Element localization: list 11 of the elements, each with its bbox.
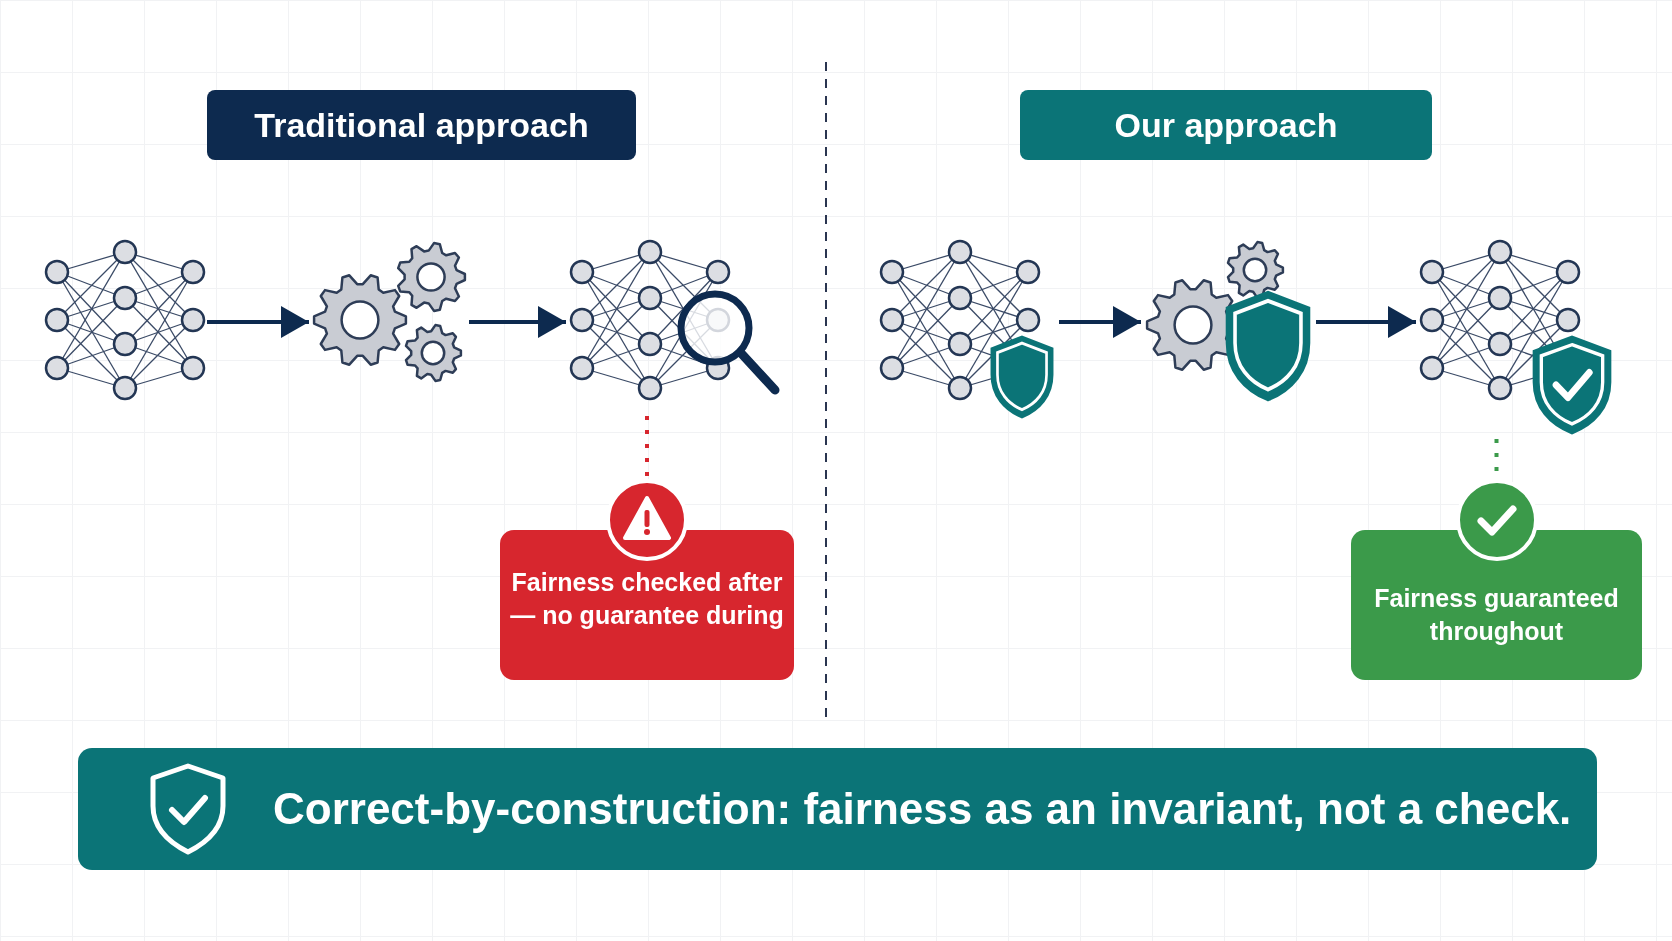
arrow <box>1316 306 1416 338</box>
section-header: Traditional approach <box>207 90 636 160</box>
card-text: Fairness guaranteed throughout <box>1373 583 1620 647</box>
arrow <box>469 306 566 338</box>
arrow <box>207 306 309 338</box>
arrow <box>1059 306 1141 338</box>
banner-text: Correct-by-construction: fairness as an invariant, not a check. <box>273 784 1572 834</box>
card-text: Fairness checked after — no guarantee during <box>510 567 784 631</box>
dotted-connector <box>645 416 649 476</box>
summary-banner <box>78 748 1597 870</box>
section-header: Our approach <box>1020 90 1432 160</box>
